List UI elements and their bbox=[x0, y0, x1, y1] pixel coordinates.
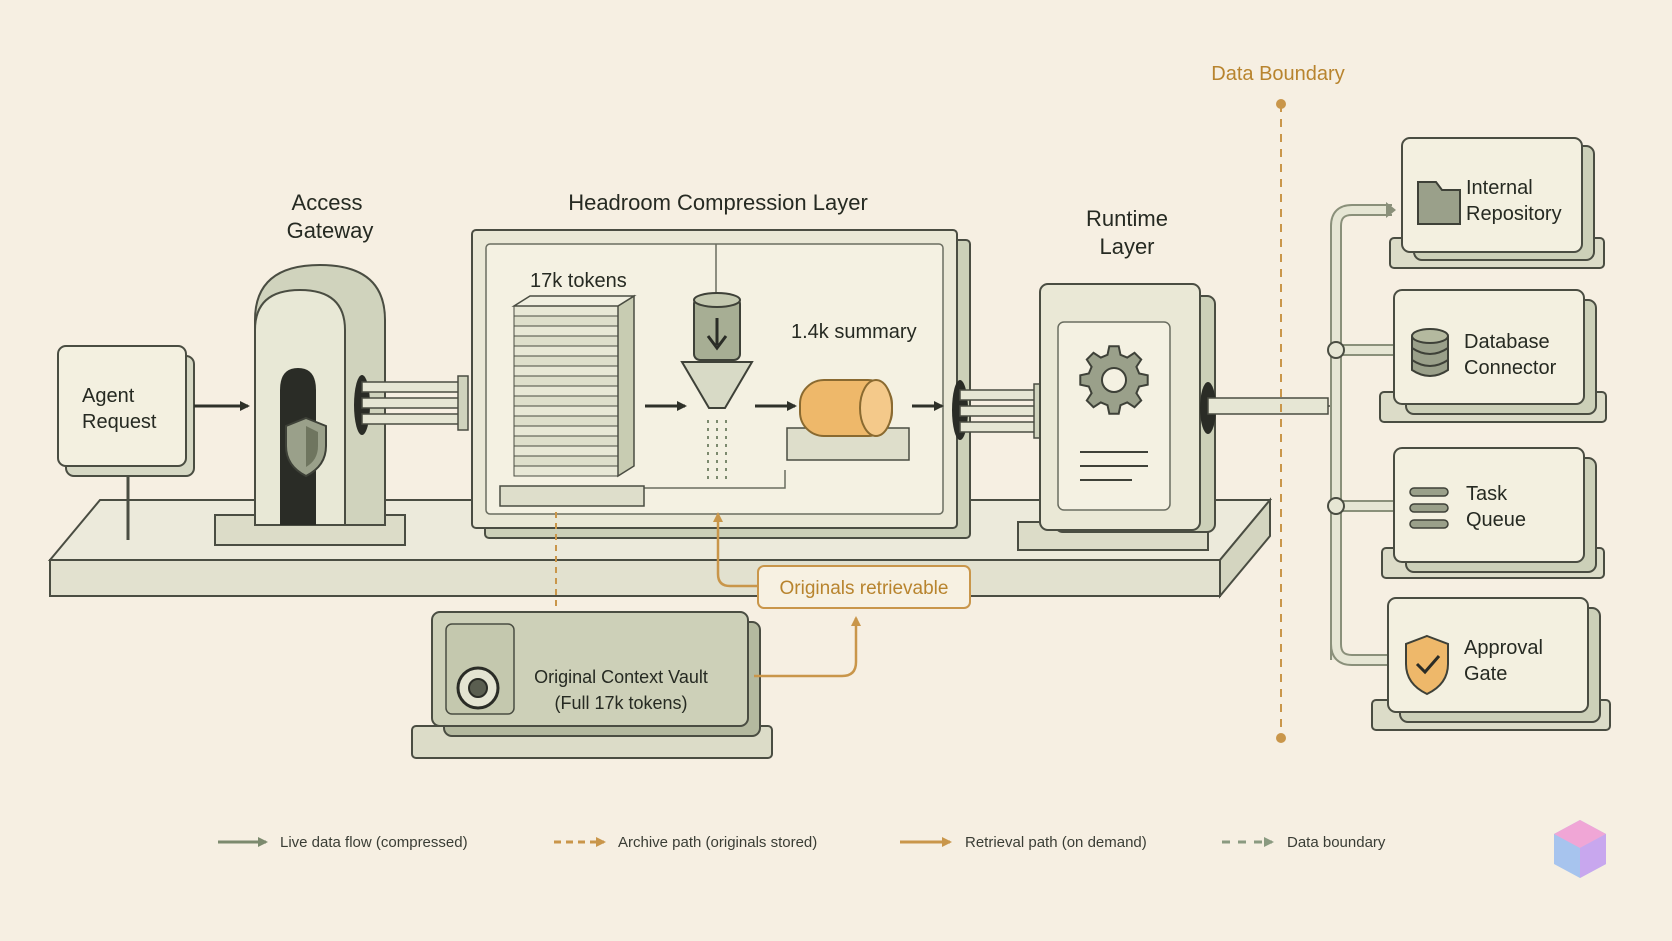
database-connector-line-2: Connector bbox=[1464, 357, 1557, 379]
agent-request-line-2: Request bbox=[82, 411, 157, 433]
legend-item-archive-path: Archive path (originals stored) bbox=[554, 834, 817, 851]
internal-repository-line-2: Repository bbox=[1466, 203, 1562, 225]
compression-funnel-icon bbox=[680, 292, 754, 480]
access-gateway-line-2: Gateway bbox=[287, 218, 374, 243]
tokens-label: 17k tokens bbox=[530, 270, 627, 292]
runtime-layer-node: Runtime Layer bbox=[1017, 206, 1216, 551]
data-boundary: Data Boundary bbox=[1211, 63, 1345, 743]
runtime-layer-line-1: Runtime bbox=[1086, 206, 1168, 231]
compression-layer-title: Headroom Compression Layer bbox=[568, 190, 868, 215]
vault-line-2: (Full 17k tokens) bbox=[554, 693, 687, 713]
token-stack-icon bbox=[511, 294, 637, 478]
summary-label: 1.4k summary bbox=[791, 321, 917, 343]
list-icon bbox=[1409, 487, 1449, 529]
connector-bus bbox=[1200, 202, 1396, 666]
pipe-gateway-to-compression bbox=[354, 375, 469, 435]
agent-request-line-1: Agent bbox=[82, 385, 135, 407]
task-queue-line-1: Task bbox=[1466, 483, 1508, 505]
folder-icon bbox=[1417, 181, 1461, 225]
legend-label-archive-path: Archive path (originals stored) bbox=[618, 834, 817, 851]
task-queue-node: Task Queue bbox=[1381, 447, 1605, 579]
legend-label-retrieval-path: Retrieval path (on demand) bbox=[965, 834, 1147, 851]
legend-item-live-flow: Live data flow (compressed) bbox=[218, 834, 468, 851]
agent-request-node: Agent Request bbox=[57, 345, 195, 540]
retrieval-path-arrow-up bbox=[754, 616, 861, 678]
approval-gate-node: Approval Gate bbox=[1371, 597, 1611, 731]
originals-retrievable-badge: Originals retrievable bbox=[757, 565, 971, 609]
database-icon bbox=[1411, 328, 1449, 377]
legend-label-data-boundary: Data boundary bbox=[1287, 834, 1386, 851]
summary-capsule-icon bbox=[786, 379, 910, 461]
access-gateway-node: Access Gateway bbox=[214, 190, 406, 546]
access-gateway-line-1: Access bbox=[292, 190, 363, 215]
internal-repository-node: Internal Repository bbox=[1389, 137, 1605, 269]
vault-dial-icon bbox=[456, 666, 500, 710]
legend: Live data flow (compressed) Archive path… bbox=[218, 834, 1386, 851]
database-connector-line-1: Database bbox=[1464, 331, 1550, 353]
data-boundary-label: Data Boundary bbox=[1211, 63, 1344, 85]
shield-check-icon bbox=[1405, 634, 1449, 696]
runtime-layer-line-2: Layer bbox=[1099, 234, 1154, 259]
gear-icon bbox=[1079, 345, 1149, 415]
legend-item-data-boundary: Data boundary bbox=[1222, 834, 1386, 851]
approval-gate-line-1: Approval bbox=[1464, 637, 1543, 659]
legend-item-retrieval-path: Retrieval path (on demand) bbox=[900, 834, 1147, 851]
task-queue-line-2: Queue bbox=[1466, 509, 1526, 531]
retrieval-path-arrow-to-layer bbox=[713, 512, 758, 588]
context-vault-node: Original Context Vault (Full 17k tokens) bbox=[411, 611, 773, 759]
originals-retrievable-label: Originals retrievable bbox=[780, 578, 949, 599]
database-connector-node: Database Connector bbox=[1379, 289, 1607, 423]
compression-layer-node: Headroom Compression Layer 17k tokens 1.… bbox=[471, 190, 971, 539]
cube-logo-icon bbox=[1554, 820, 1606, 878]
approval-gate-line-2: Gate bbox=[1464, 663, 1507, 685]
legend-label-live-flow: Live data flow (compressed) bbox=[280, 834, 468, 851]
vault-line-1: Original Context Vault bbox=[534, 667, 708, 687]
internal-repository-line-1: Internal bbox=[1466, 177, 1533, 199]
